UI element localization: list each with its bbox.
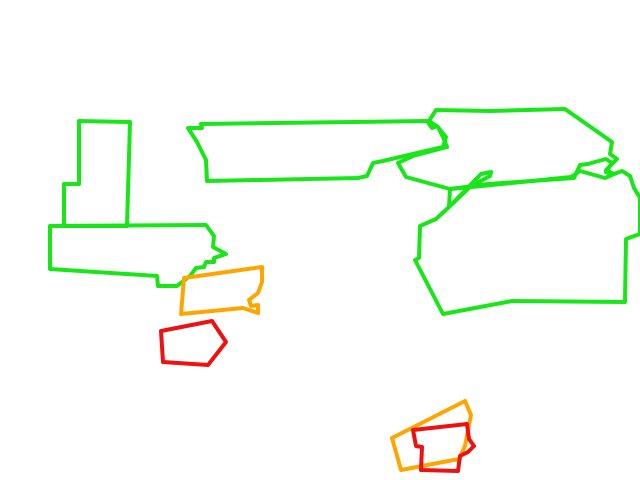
orange-outline-left xyxy=(179,265,264,316)
red-outline-left xyxy=(159,319,228,367)
green-outline-right-large-block xyxy=(413,157,640,316)
green-outline-lower-left-block xyxy=(48,223,228,288)
red-outline-bottom xyxy=(411,422,476,473)
orange-outline-bottom xyxy=(390,399,473,472)
green-outline-wide-strip xyxy=(186,119,448,183)
green-outline-upper-right-block xyxy=(396,107,619,191)
